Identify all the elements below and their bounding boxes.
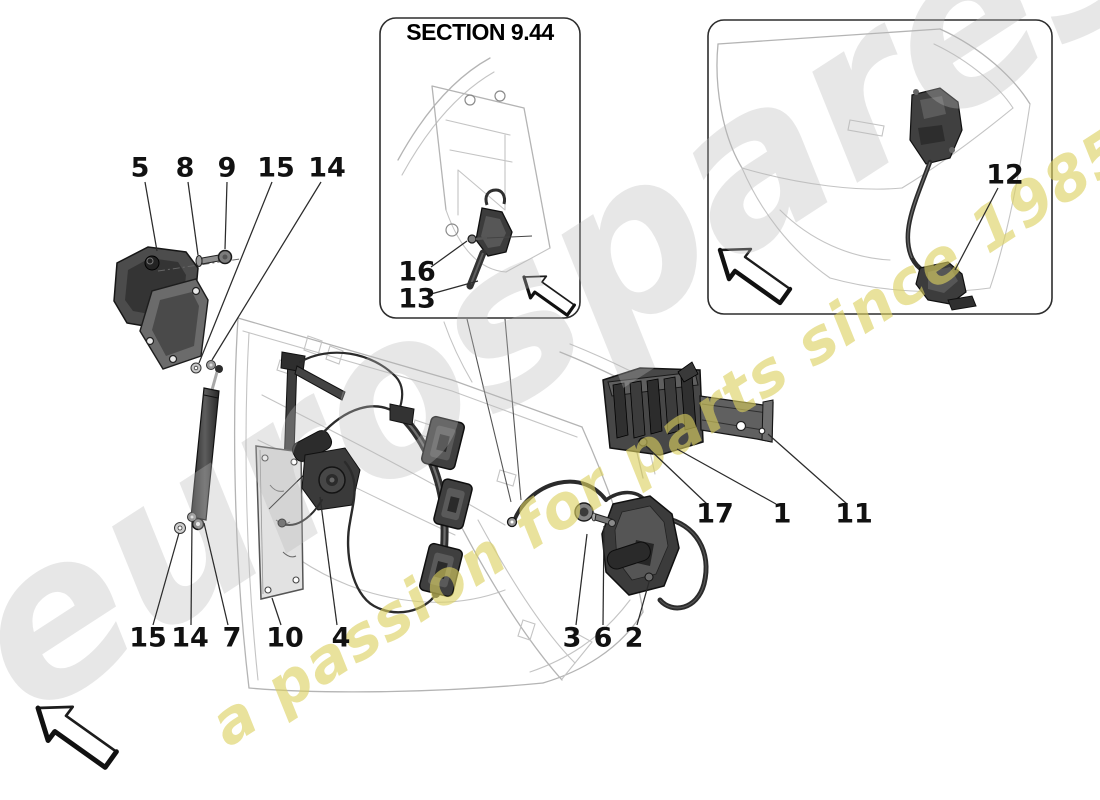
callout-leader-9	[224, 181, 228, 250]
section-bolt	[467, 234, 477, 244]
connector-bolt	[608, 519, 616, 527]
section-handle-part	[466, 188, 513, 290]
callout-label-12: 12	[986, 160, 1024, 191]
callout-leader-7	[203, 522, 229, 626]
rail-carriage	[433, 478, 473, 530]
callout-leader-13	[430, 280, 479, 295]
callout-leader-5	[144, 181, 158, 252]
callout-label-10: 10	[266, 623, 304, 654]
callout-leader-2	[636, 581, 650, 626]
callout-label-5: 5	[131, 153, 150, 184]
door-overview-inset-box	[707, 19, 1053, 315]
callout-label-14: 14	[171, 623, 209, 654]
section-reference-line	[504, 318, 522, 501]
direction-arrow-icon	[38, 707, 116, 767]
window-regulator	[268, 351, 473, 614]
inset-latch-cluster	[909, 87, 963, 165]
door-frame-line-art	[233, 317, 677, 693]
washer	[195, 255, 203, 267]
callout-label-17: 17	[696, 499, 734, 530]
gas-strut	[174, 360, 223, 534]
section-inset-box: SECTION 9.44	[379, 17, 581, 319]
callout-label-15: 15	[257, 153, 295, 184]
callout-leader-8	[187, 181, 199, 256]
callout-leader-10	[271, 597, 282, 626]
door-lock-actuator	[506, 479, 709, 611]
door-latch-rail	[602, 361, 774, 456]
callout-label-2: 2	[625, 623, 644, 654]
callout-label-9: 9	[218, 153, 237, 184]
callout-leader-12	[954, 187, 999, 271]
mounting-bracket	[113, 246, 241, 370]
callout-leader-15	[152, 532, 180, 626]
latch-bolt	[638, 437, 648, 447]
section-title: SECTION 9.44	[406, 19, 554, 45]
callout-label-15: 15	[129, 623, 167, 654]
callout-label-11: 11	[835, 499, 873, 530]
ball-stud	[215, 365, 223, 373]
callout-label-4: 4	[332, 623, 351, 654]
callout-leader-14	[211, 181, 322, 361]
callout-label-3: 3	[563, 623, 582, 654]
callout-label-8: 8	[176, 153, 195, 184]
actuator-screw	[644, 572, 654, 582]
bolt-and-washer	[195, 249, 233, 267]
rail-carriage	[419, 542, 463, 598]
callout-label-1: 1	[773, 499, 792, 530]
inset-lock-part	[915, 261, 977, 311]
callout-leader-15	[198, 181, 273, 364]
callout-label-6: 6	[594, 623, 613, 654]
rail-carriage	[421, 415, 465, 471]
callout-leader-17	[645, 445, 708, 505]
callout-label-13: 13	[398, 284, 436, 315]
section-reference-line	[466, 318, 512, 503]
callout-label-7: 7	[223, 623, 242, 654]
callout-leader-1	[676, 448, 777, 505]
callout-leader-16	[430, 240, 468, 268]
callout-leader-11	[767, 433, 848, 505]
callout-leader-14	[190, 521, 193, 626]
callout-label-16: 16	[398, 257, 436, 288]
callout-leader-3	[575, 533, 588, 626]
callout-label-14: 14	[308, 153, 346, 184]
callout-leader-6	[602, 525, 605, 626]
callout-leader-4	[319, 496, 338, 626]
